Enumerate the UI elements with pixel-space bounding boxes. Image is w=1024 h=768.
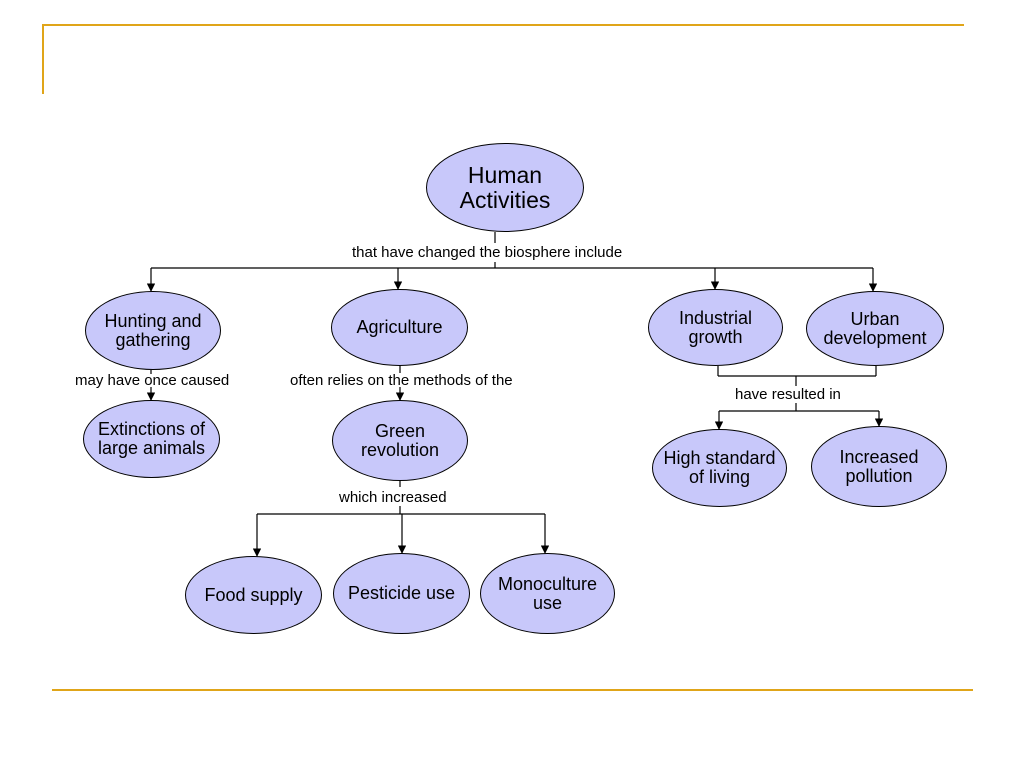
link-label-resulted: have resulted in (735, 386, 841, 403)
node-high-standard-living: High standard of living (652, 429, 787, 507)
node-green-revolution-label: Green revolution (360, 420, 440, 460)
node-monoculture-use-label: Monoculture use (497, 573, 598, 613)
node-human-activities-label: Human Activities (459, 162, 551, 213)
bottom-accent-line (52, 689, 973, 691)
node-hunting-gathering-label: Hunting and gathering (104, 310, 202, 350)
node-hunting-gathering: Hunting and gathering (85, 291, 221, 370)
node-extinctions-label: Extinctions of large animals (97, 419, 206, 458)
node-industrial-growth: Industrial growth (648, 289, 783, 366)
link-label-caused: may have once caused (75, 372, 230, 389)
node-human-activities: Human Activities (426, 143, 584, 232)
link-label-relies: often relies on the methods of the (290, 372, 513, 389)
node-pesticide-use-label: Pesticide use (347, 583, 456, 604)
node-urban-development: Urban development (806, 291, 944, 366)
node-pesticide-use: Pesticide use (333, 553, 470, 634)
node-agriculture-label: Agriculture (356, 317, 443, 338)
node-industrial-growth-label: Industrial growth (678, 307, 753, 347)
node-increased-pollution: Increased pollution (811, 426, 947, 507)
node-agriculture: Agriculture (331, 289, 468, 366)
top-accent-line (42, 24, 964, 26)
node-urban-development-label: Urban development (823, 308, 927, 348)
node-increased-pollution-label: Increased pollution (839, 446, 919, 486)
link-label-include: that have changed the biosphere include (352, 244, 623, 261)
node-monoculture-use: Monoculture use (480, 553, 615, 634)
node-food-supply-label: Food supply (204, 584, 303, 605)
link-label-increased: which increased (339, 489, 447, 506)
node-food-supply: Food supply (185, 556, 322, 634)
left-accent-line (42, 24, 44, 94)
node-extinctions: Extinctions of large animals (83, 400, 220, 478)
node-green-revolution: Green revolution (332, 400, 468, 481)
node-high-standard-living-label: High standard of living (663, 448, 776, 487)
